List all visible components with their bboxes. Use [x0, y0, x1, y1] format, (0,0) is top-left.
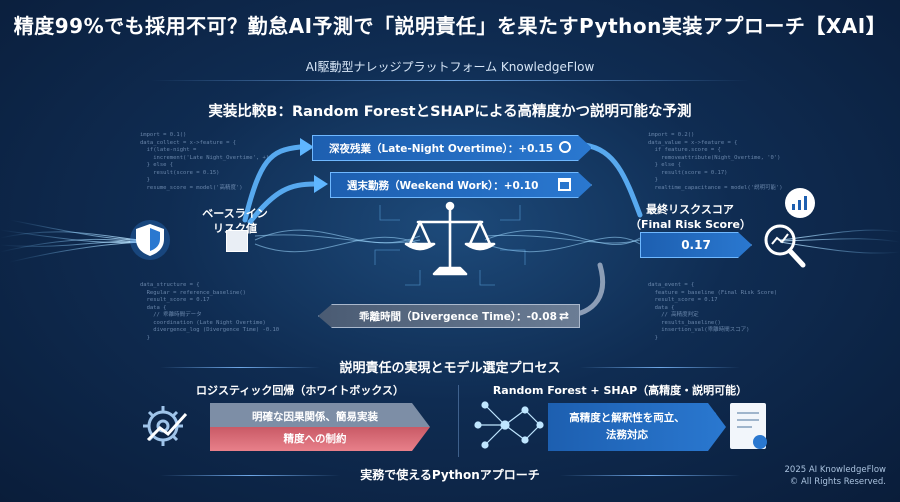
final-score-line1: 最終リスクスコア — [646, 203, 734, 216]
feature-weekend-work-label: 週末勤務（Weekend Work）：+0.10 — [347, 179, 539, 192]
right-merge-arrow — [582, 142, 643, 218]
right-model-pro-2: 法務対応 — [606, 429, 648, 441]
code-snippet-top-left: import = 0.1() data_collect = x->feature… — [140, 132, 270, 191]
left-model-banner — [210, 403, 430, 451]
circuit-board — [374, 205, 526, 286]
branch-arrows — [242, 144, 318, 225]
right-model-banner — [548, 403, 726, 451]
page-subtitle: AI駆動型ナレッジプラットフォーム KnowledgeFlow — [305, 60, 595, 74]
data-stream-center — [254, 229, 641, 253]
feature-late-night-overtime: 深夜残業（Late-Night Overtime）：+0.15 — [312, 135, 592, 161]
process-divider-right — [580, 367, 740, 368]
feature-divergence-time-label: 乖離時間（Divergence Time）：-0.08 — [359, 310, 557, 323]
baseline-box — [226, 230, 248, 252]
copyright: 2025 AI KnowledgeFlow © All Rights Reser… — [785, 464, 887, 488]
code-snippet-bottom-left: data_structure = { Regular = reference_b… — [140, 282, 280, 341]
baseline-line1: ベースライン — [202, 207, 268, 220]
feature-weekend-work: 週末勤務（Weekend Work）：+0.10 — [330, 172, 592, 198]
branch-arrowhead-1 — [300, 138, 314, 156]
right-model-title: Random Forest + SHAP（高精度・説明可能） — [492, 384, 748, 397]
data-stream-left — [0, 219, 141, 263]
scale-icon — [404, 201, 496, 276]
final-score-value: 0.17 — [681, 238, 711, 252]
process-divider-left — [160, 367, 320, 368]
branch-arrowhead-2 — [314, 175, 328, 193]
process-title: 説明責任の実現とモデル選定プロセス — [339, 361, 561, 376]
code-snippet-top-right: import = 0.2() data_value = x->feature =… — [648, 132, 783, 191]
feature-divergence-time: 乖離時間（Divergence Time）：-0.08 ⇄ — [318, 304, 580, 328]
copyright-line1: 2025 AI KnowledgeFlow — [784, 465, 887, 475]
page-title: 精度99%でも採用不可？勤怠AI予測で「説明責任」を果たすPython実装アプロ… — [13, 14, 887, 38]
section-b-title: 実装比較B：Random ForestとSHAPによる高精度かつ説明可能な予測 — [208, 104, 692, 120]
code-snippet-bottom-right: data_event = { feature = baseline (Final… — [648, 282, 778, 341]
neural-network-icon — [474, 401, 544, 449]
shield-icon — [130, 220, 170, 260]
left-model-pro: 明確な因果関係、簡易実装 — [252, 411, 378, 423]
right-model-pro-1: 高精度と解釈性を両立、 — [569, 412, 685, 424]
copyright-line2: © All Rights Reserved. — [789, 477, 886, 487]
gear-icon — [143, 406, 188, 446]
chart-badge-icon — [785, 188, 815, 218]
footer-divider-right — [560, 475, 740, 476]
certificate-icon — [730, 403, 767, 449]
final-score-label: 最終リスクスコア （Final Risk Score） — [630, 202, 751, 232]
feature-late-night-overtime-label: 深夜残業（Late-Night Overtime）：+0.15 — [329, 142, 554, 155]
bottom-title: 実務で使えるPythonアプローチ — [360, 468, 540, 482]
left-model-title: ロジスティック回帰（ホワイトボックス） — [195, 384, 404, 397]
header-divider — [150, 80, 750, 81]
final-score-box: 0.17 — [640, 232, 752, 258]
footer-divider-left — [160, 475, 340, 476]
vertical-divider — [458, 385, 459, 457]
shuffle-icon: ⇄ — [558, 309, 569, 323]
calendar-icon — [558, 178, 571, 191]
left-model-con: 精度への制約 — [283, 433, 347, 445]
magnifier-icon — [764, 224, 806, 268]
final-score-line2: （Final Risk Score） — [630, 218, 751, 231]
data-stream-right — [779, 229, 900, 254]
clock-icon — [559, 141, 571, 153]
